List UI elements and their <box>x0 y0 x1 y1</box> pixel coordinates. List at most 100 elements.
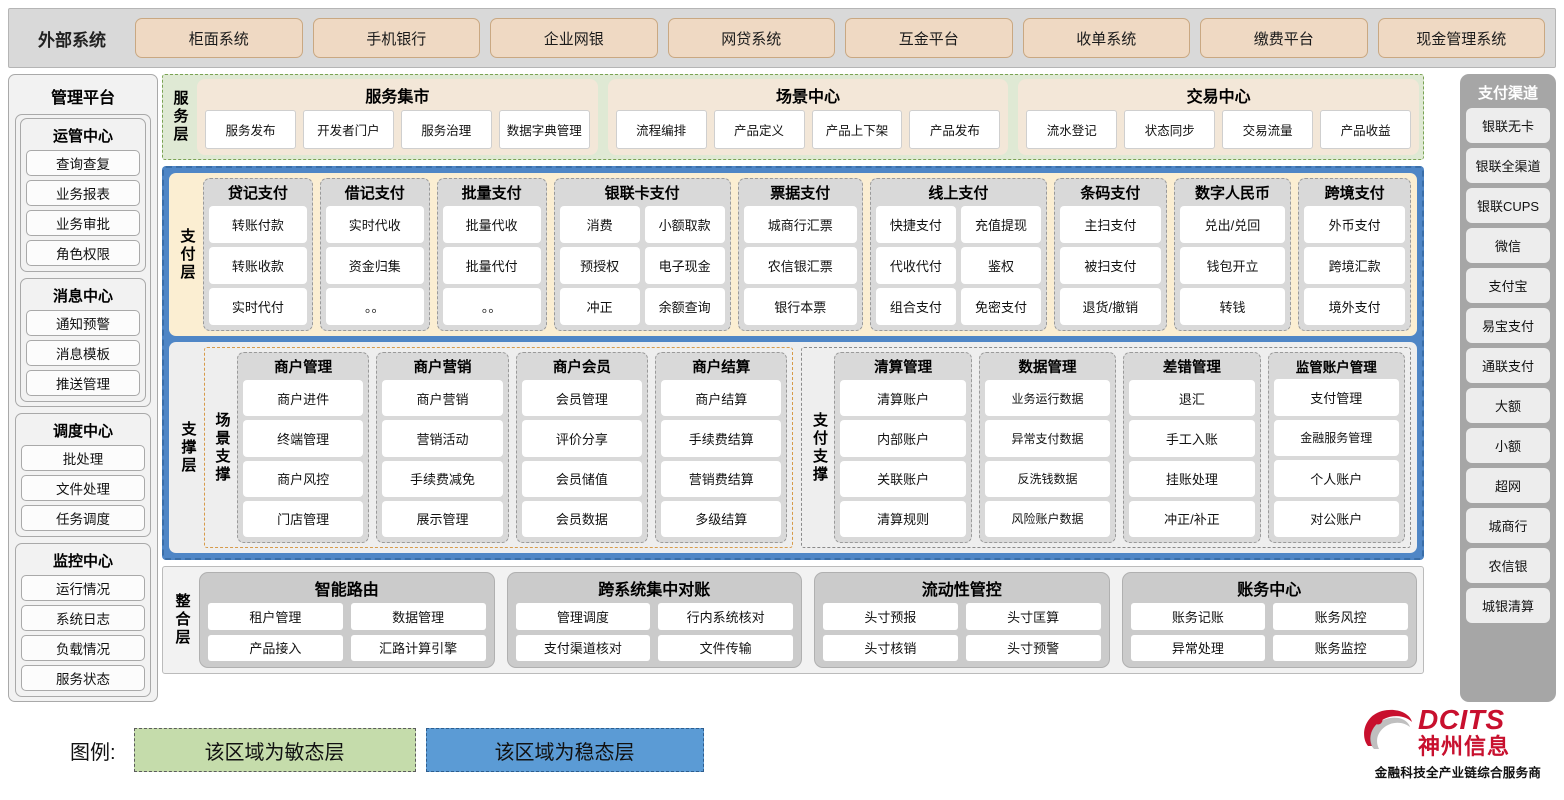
payment-chip[interactable]: 免密支付 <box>960 288 1041 325</box>
integration-chip[interactable]: 账务记账 <box>1130 603 1266 630</box>
payment-chip[interactable]: 组合支付 <box>875 288 956 325</box>
payment-channel-item[interactable]: 大额 <box>1466 388 1550 423</box>
support-chip[interactable]: 营销活动 <box>382 420 503 457</box>
sidebar-item[interactable]: 负载情况 <box>21 635 145 661</box>
support-chip[interactable]: 冲正/补正 <box>1129 500 1255 537</box>
service-chip[interactable]: 开发者门户 <box>302 110 394 149</box>
payment-channel-item[interactable]: 易宝支付 <box>1466 308 1550 343</box>
external-system-item[interactable]: 互金平台 <box>845 18 1013 58</box>
payment-chip[interactable]: 转账付款 <box>209 206 307 243</box>
support-chip[interactable]: 风险账户数据 <box>984 500 1111 537</box>
support-chip[interactable]: 清算规则 <box>840 500 966 537</box>
payment-chip[interactable]: 转钱 <box>1179 288 1286 325</box>
support-chip[interactable]: 业务运行数据 <box>984 380 1111 417</box>
payment-chip[interactable]: 退货/撤销 <box>1059 288 1161 325</box>
payment-chip[interactable]: 充值提现 <box>960 206 1041 243</box>
service-chip[interactable]: 流水登记 <box>1026 110 1118 149</box>
support-chip[interactable]: 会员管理 <box>521 380 643 417</box>
external-system-item[interactable]: 企业网银 <box>490 18 658 58</box>
payment-chip[interactable]: 鉴权 <box>960 247 1041 284</box>
support-chip[interactable]: 营销费结算 <box>661 460 782 497</box>
external-system-item[interactable]: 缴费平台 <box>1200 18 1368 58</box>
integration-chip[interactable]: 租户管理 <box>208 603 343 630</box>
integration-chip[interactable]: 支付渠道核对 <box>515 634 651 661</box>
sidebar-item[interactable]: 业务报表 <box>26 180 140 206</box>
payment-channel-item[interactable]: 支付宝 <box>1466 268 1550 303</box>
payment-chip[interactable]: 钱包开立 <box>1179 247 1286 284</box>
support-chip[interactable]: 商户营销 <box>382 380 503 417</box>
service-chip[interactable]: 流程编排 <box>615 110 707 149</box>
payment-chip[interactable]: 余额查询 <box>644 288 725 325</box>
payment-chip[interactable]: 批量代收 <box>442 206 541 243</box>
payment-channel-item[interactable]: 城商行 <box>1466 508 1550 543</box>
payment-channel-item[interactable]: 通联支付 <box>1466 348 1550 383</box>
support-chip[interactable]: 手工入账 <box>1129 420 1255 457</box>
payment-chip[interactable]: 银行本票 <box>743 288 857 325</box>
payment-chip[interactable]: 境外支付 <box>1304 288 1405 325</box>
support-chip[interactable]: 清算账户 <box>840 380 966 417</box>
support-chip[interactable]: 退汇 <box>1129 380 1255 417</box>
payment-channel-item[interactable]: 银联全渠道 <box>1466 148 1550 183</box>
support-chip[interactable]: 挂账处理 <box>1129 460 1255 497</box>
payment-chip[interactable]: 农信银汇票 <box>743 247 857 284</box>
sidebar-item[interactable]: 系统日志 <box>21 605 145 631</box>
support-chip[interactable]: 会员储值 <box>521 460 643 497</box>
support-chip[interactable]: 会员数据 <box>521 500 643 537</box>
support-chip[interactable]: 商户风控 <box>243 460 364 497</box>
payment-chip[interactable]: 外币支付 <box>1304 206 1405 243</box>
integration-chip[interactable]: 头寸预警 <box>965 634 1101 661</box>
support-chip[interactable]: 内部账户 <box>840 420 966 457</box>
integration-chip[interactable]: 账务风控 <box>1273 603 1408 630</box>
sidebar-item[interactable]: 运行情况 <box>21 575 145 601</box>
payment-chip[interactable]: 实时代付 <box>209 288 307 325</box>
support-chip[interactable]: 展示管理 <box>382 500 503 537</box>
payment-chip[interactable]: 被扫支付 <box>1059 247 1161 284</box>
integration-chip[interactable]: 头寸匡算 <box>965 603 1101 630</box>
integration-chip[interactable]: 行内系统核对 <box>658 603 793 630</box>
payment-chip[interactable]: 主扫支付 <box>1059 206 1161 243</box>
external-system-item[interactable]: 收单系统 <box>1022 18 1190 58</box>
sidebar-item[interactable]: 通知预警 <box>26 310 140 336</box>
sidebar-item[interactable]: 推送管理 <box>26 370 140 396</box>
payment-chip[interactable]: 批量代付 <box>442 247 541 284</box>
payment-chip[interactable]: 代收代付 <box>875 247 956 284</box>
service-chip[interactable]: 产品上下架 <box>811 110 903 149</box>
sidebar-item[interactable]: 批处理 <box>21 445 145 471</box>
support-chip[interactable]: 终端管理 <box>243 420 364 457</box>
integration-chip[interactable]: 汇路计算引擎 <box>350 634 486 661</box>
integration-chip[interactable]: 数据管理 <box>350 603 486 630</box>
service-chip[interactable]: 产品定义 <box>713 110 805 149</box>
sidebar-item[interactable]: 角色权限 <box>26 240 140 266</box>
sidebar-item[interactable]: 任务调度 <box>21 505 145 531</box>
integration-chip[interactable]: 管理调度 <box>515 603 651 630</box>
payment-chip[interactable]: 。。 <box>442 288 541 325</box>
service-chip[interactable]: 服务发布 <box>205 110 296 149</box>
support-chip[interactable]: 个人账户 <box>1273 460 1399 497</box>
support-chip[interactable]: 评价分享 <box>521 420 643 457</box>
payment-channel-item[interactable]: 农信银 <box>1466 548 1550 583</box>
external-system-item[interactable]: 现金管理系统 <box>1377 18 1545 58</box>
support-chip[interactable]: 关联账户 <box>840 460 966 497</box>
support-chip[interactable]: 金融服务管理 <box>1273 419 1399 456</box>
payment-chip[interactable]: 小额取款 <box>644 206 725 243</box>
payment-chip[interactable]: 兑出/兑回 <box>1179 206 1286 243</box>
payment-channel-item[interactable]: 银联无卡 <box>1466 108 1550 143</box>
service-chip[interactable]: 产品收益 <box>1320 110 1412 149</box>
payment-chip[interactable]: 转账收款 <box>209 247 307 284</box>
payment-chip[interactable]: 预授权 <box>559 247 640 284</box>
payment-chip[interactable]: 跨境汇款 <box>1304 247 1405 284</box>
integration-chip[interactable]: 异常处理 <box>1130 634 1266 661</box>
external-system-item[interactable]: 网贷系统 <box>667 18 835 58</box>
integration-chip[interactable]: 头寸核销 <box>823 634 958 661</box>
payment-chip[interactable]: 。。 <box>325 288 424 325</box>
external-system-item[interactable]: 柜面系统 <box>135 18 303 58</box>
payment-channel-item[interactable]: 小额 <box>1466 428 1550 463</box>
payment-channel-item[interactable]: 超网 <box>1466 468 1550 503</box>
service-chip[interactable]: 产品发布 <box>909 110 1001 149</box>
integration-chip[interactable]: 产品接入 <box>208 634 343 661</box>
payment-chip[interactable]: 快捷支付 <box>875 206 956 243</box>
payment-chip[interactable]: 冲正 <box>559 288 640 325</box>
payment-channel-item[interactable]: 城银清算 <box>1466 588 1550 623</box>
payment-channel-item[interactable]: 微信 <box>1466 228 1550 263</box>
service-chip[interactable]: 数据字典管理 <box>498 110 590 149</box>
